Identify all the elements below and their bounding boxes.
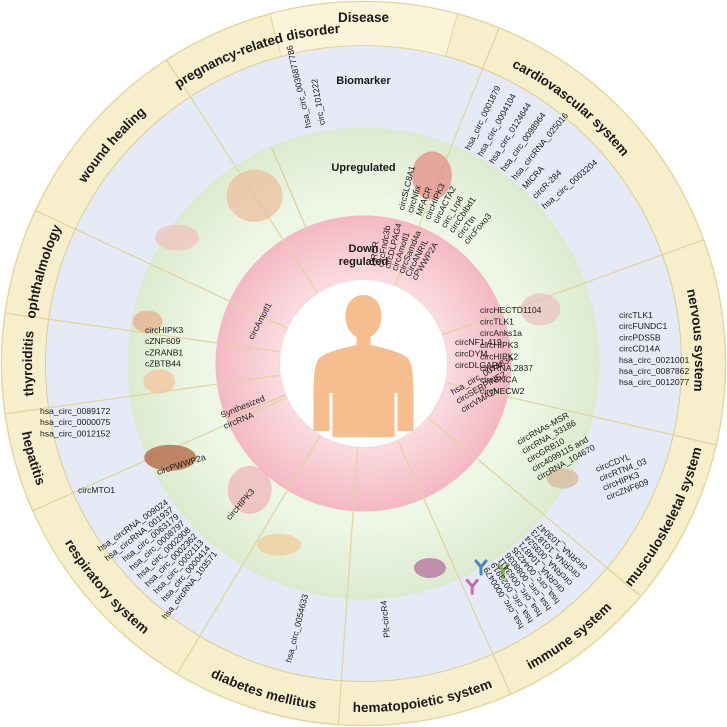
nervous-biomarker-item: circPDS5B [619, 332, 661, 342]
panel-divider [270, 146, 307, 228]
ophthalmology-upregulated-item: circHIPK3 [145, 325, 183, 335]
nervous-biomarker-item: hsa_circ_0087862 [619, 366, 689, 376]
sector-divider [397, 439, 512, 695]
heart-icon [411, 151, 452, 200]
sector-divider [4, 374, 281, 415]
disease-header-label: Disease [338, 10, 390, 25]
cardiovascular-down-item: HRCR [368, 241, 381, 267]
nervous-biomarker-item: hsa_circ_0021001 [619, 355, 689, 365]
human-figure-icon [313, 295, 414, 437]
thyroiditis-biomarker-item: hsa_circ_0000075 [40, 417, 110, 427]
panel-divider [226, 394, 286, 420]
nervous-upregulated-item: circHECTD1104 [480, 305, 542, 315]
biomarker-label: Biomarker [336, 75, 391, 87]
sector-divider [176, 435, 321, 675]
sector-divider [337, 447, 359, 725]
nervous-biomarker-item: circTLK1 [619, 310, 653, 320]
sector-hematopoietic: Plt-circR4 [379, 600, 392, 638]
ophthalmology-upregulated-item: cZBTB44 [145, 359, 181, 369]
nervous-upregulated-item: circSNCA [480, 375, 518, 385]
brain-icon [520, 293, 561, 326]
sector-dividers [4, 1, 717, 725]
nervous-upregulated-item: circAnks1a [480, 328, 522, 338]
nervous-down-item: circDLGAP4 [455, 360, 502, 370]
nervous-upregulated-item: circHIPK3 [480, 340, 518, 350]
hematopoietic-biomarker-item: Plt-circR4 [379, 600, 392, 638]
ophthalmology-upregulated-item: cZRANB1 [145, 347, 183, 357]
hepatitis-biomarker-item: circMTO1 [78, 485, 115, 495]
fetus-icon [226, 169, 283, 222]
organ-illustrations [132, 151, 579, 595]
sector-divider [442, 239, 704, 336]
upregulated-label: Upregulated [331, 162, 395, 174]
thyroiditis-biomarker-item: hsa_circ_0089172 [40, 406, 110, 416]
disease-header-cell [269, 1, 458, 57]
down-regulated-label-line2: regulated [339, 256, 389, 268]
blood-cells-icon [413, 557, 446, 578]
nervous-biomarker-item: hsa_circ_0012077 [619, 377, 689, 387]
nervous-upregulated-item: circHIPK2 [480, 351, 518, 361]
nervous-upregulated-item: circTLK1 [480, 317, 514, 327]
antibody-icon [496, 563, 510, 580]
thyroiditis-biomarker-item: hsa_circ_0012152 [40, 428, 110, 438]
antibody-icon [465, 578, 479, 595]
center-labels: Biomarker Upregulated Down regulated [331, 75, 395, 268]
ophthalmology-upregulated-item: cZNF609 [145, 336, 181, 346]
lungs-icon [227, 465, 272, 514]
antibody-icon [474, 559, 488, 576]
nervous-upregulated-item: circHECW2 [480, 386, 525, 396]
nervous-down-item: circDYM [455, 349, 487, 359]
sector-divider [394, 27, 500, 286]
thyroid-icon [143, 369, 176, 394]
sector-divider [445, 381, 717, 446]
disease-label-thyroiditis: thyroiditis [20, 330, 37, 397]
skin-icon [154, 224, 199, 251]
joint-icon [546, 468, 579, 489]
nervous-biomarker-item: circCD14A [619, 344, 660, 354]
sector-divider [4, 312, 281, 353]
eye-icon [132, 310, 163, 333]
pancreas-icon [256, 533, 301, 556]
nervous-biomarker-item: circFUNDC1 [619, 321, 667, 331]
sector-divider [35, 209, 288, 329]
liver-icon [144, 444, 197, 471]
sector-divider [427, 416, 642, 597]
sector-thyroiditis: hsa_circ_0089172hsa_circ_0000075hsa_circ… [40, 406, 110, 438]
nervous-upregulated-item: circRNA.2837 [480, 363, 533, 373]
nervous-down-item: circNF1-419 [455, 337, 502, 347]
sector-nervous: circTLK1circFUNDC1circPDS5BcircCD14Ahsa_… [455, 305, 689, 396]
down-regulated-label-line1: Down [349, 243, 379, 255]
